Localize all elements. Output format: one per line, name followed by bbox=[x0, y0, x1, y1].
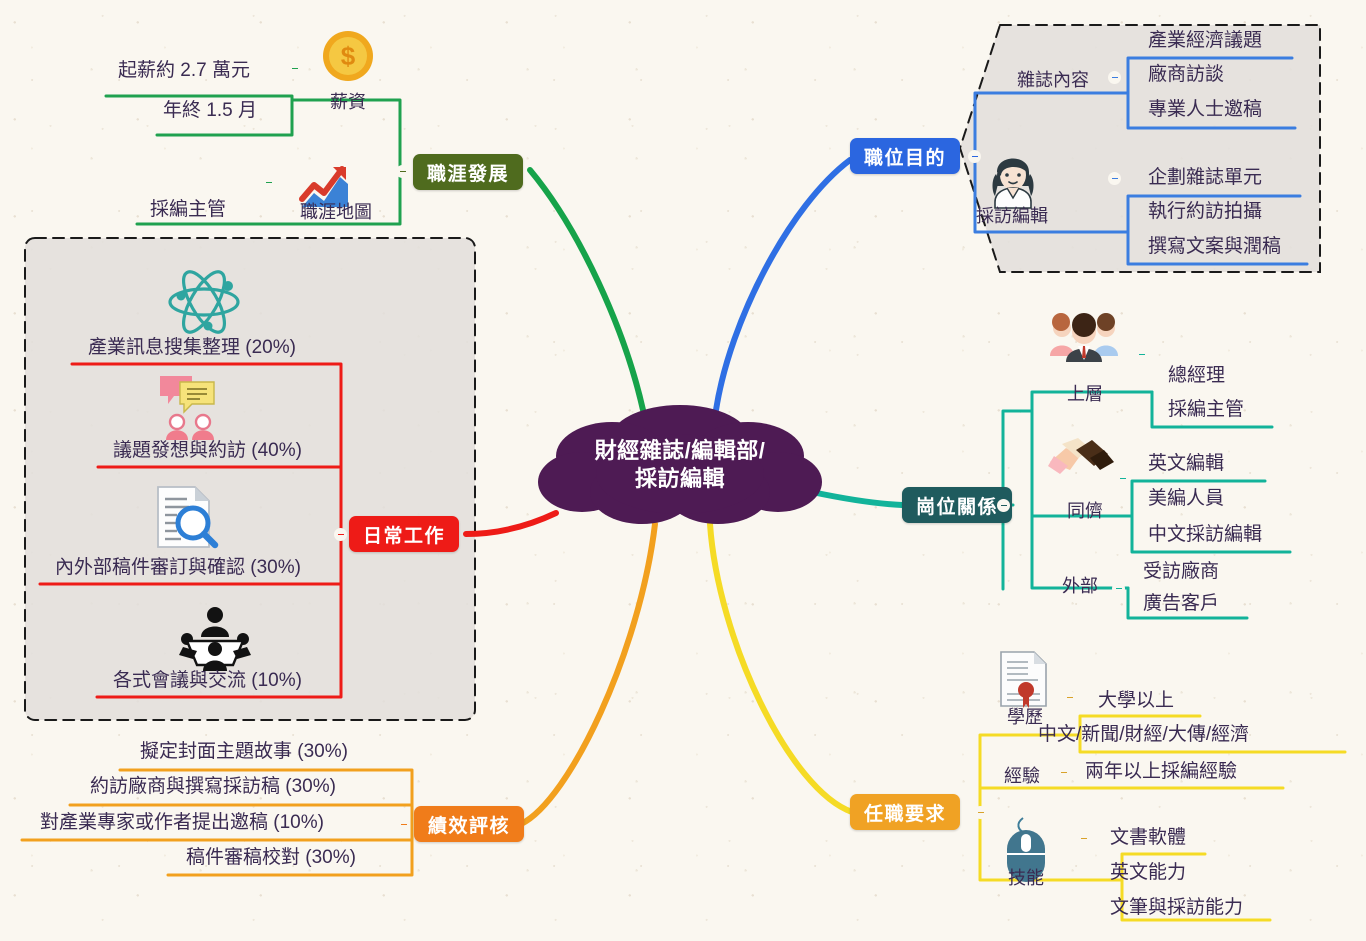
connector-career bbox=[527, 167, 646, 413]
requirements-item-two-years[interactable]: 兩年以上採編經驗 bbox=[1085, 761, 1238, 782]
career-item-chief-editor[interactable]: 採編主管 bbox=[150, 199, 227, 220]
relations-item-ad-client[interactable]: 廣告客戶 bbox=[1143, 593, 1220, 614]
collapse-toggle-salary[interactable] bbox=[288, 62, 301, 75]
requirements-item-university[interactable]: 大學以上 bbox=[1098, 690, 1175, 711]
relations-group-label-upper[interactable]: 上層 bbox=[1067, 384, 1103, 404]
performance-item-expert-invitation[interactable]: 對產業專家或作者提出邀稿 (10%) bbox=[40, 812, 324, 833]
requirements-item-office-software[interactable]: 文書軟體 bbox=[1110, 827, 1187, 848]
performance-item-interview-writeup[interactable]: 約訪廠商與撰寫採訪稿 (30%) bbox=[90, 776, 336, 797]
purpose-item-vendor-interview[interactable]: 廠商訪談 bbox=[1148, 64, 1225, 85]
relations-item-chief-editor[interactable]: 採編主管 bbox=[1168, 399, 1245, 420]
daily-item-info-gathering[interactable]: 產業訊息搜集整理 (20%) bbox=[88, 337, 296, 358]
handshake-icon bbox=[1048, 438, 1114, 474]
connector-purpose bbox=[713, 157, 853, 413]
people-group-icon bbox=[1050, 313, 1118, 362]
branch-label-purpose[interactable]: 職位目的 bbox=[850, 138, 961, 174]
requirements-group-label-experience[interactable]: 經驗 bbox=[1004, 766, 1040, 786]
relations-group-label-peers[interactable]: 同儕 bbox=[1067, 501, 1103, 521]
relations-item-chinese-reporter[interactable]: 中文採訪編輯 bbox=[1148, 524, 1263, 545]
central-topic-node[interactable]: 財經雜誌/編輯部/ 採訪編輯 bbox=[520, 400, 840, 530]
collapse-toggle-relations[interactable] bbox=[997, 499, 1010, 512]
performance-item-cover-story[interactable]: 擬定封面主題故事 (30%) bbox=[140, 741, 348, 762]
relations-item-general-manager[interactable]: 總經理 bbox=[1168, 365, 1226, 386]
collapse-toggle-reporter-editor[interactable] bbox=[1108, 172, 1121, 185]
coin-icon: $ bbox=[323, 31, 373, 81]
collapse-toggle-skills[interactable] bbox=[1077, 832, 1090, 845]
requirements-item-writing-interview[interactable]: 文筆與採訪能力 bbox=[1110, 897, 1244, 918]
career-item-starting-salary[interactable]: 起薪約 2.7 萬元 bbox=[118, 60, 250, 81]
collapse-toggle-career-map[interactable] bbox=[262, 176, 275, 189]
purpose-group-label-reporter-editor[interactable]: 採訪編輯 bbox=[976, 206, 1048, 226]
collapse-toggle-magazine-content[interactable] bbox=[1108, 71, 1121, 84]
central-topic-line1: 財經雜誌/編輯部/ bbox=[594, 437, 766, 463]
meeting-icon bbox=[179, 607, 251, 671]
requirements-item-english[interactable]: 英文能力 bbox=[1110, 862, 1187, 883]
collapse-toggle-external[interactable] bbox=[1112, 582, 1125, 595]
certificate-icon bbox=[1000, 651, 1047, 708]
connector-performance bbox=[518, 521, 658, 827]
atom-icon bbox=[168, 270, 240, 334]
collapse-toggle-education[interactable] bbox=[1063, 691, 1076, 704]
career-group-label-salary[interactable]: 薪資 bbox=[330, 92, 366, 112]
discussion-icon bbox=[160, 376, 215, 440]
requirements-group-label-education[interactable]: 學歷 bbox=[1007, 707, 1043, 727]
performance-item-proofreading[interactable]: 稿件審稿校對 (30%) bbox=[186, 847, 356, 868]
collapse-toggle-requirements[interactable] bbox=[974, 806, 987, 819]
collapse-toggle-performance[interactable] bbox=[397, 818, 410, 831]
purpose-item-write-polish[interactable]: 撰寫文案與潤稿 bbox=[1148, 236, 1282, 257]
daily-item-manuscript-review[interactable]: 內外部稿件審訂與確認 (30%) bbox=[55, 557, 301, 578]
relations-item-interviewed-vendor[interactable]: 受訪廠商 bbox=[1143, 561, 1220, 582]
connector-requirements bbox=[707, 521, 855, 815]
boundary-job-purpose bbox=[958, 24, 1321, 273]
career-group-label-career-map[interactable]: 職涯地圖 bbox=[300, 202, 372, 222]
collapse-toggle-career[interactable] bbox=[396, 165, 409, 178]
branch-label-requirements[interactable]: 任職要求 bbox=[850, 794, 961, 830]
purpose-item-execute-shoot[interactable]: 執行約訪拍攝 bbox=[1148, 201, 1263, 222]
requirements-item-majors[interactable]: 中文/新聞/財經/大傳/經濟 bbox=[1038, 724, 1250, 745]
purpose-group-label-magazine-content[interactable]: 雜誌內容 bbox=[1017, 70, 1089, 90]
collapse-toggle-peers[interactable] bbox=[1116, 472, 1129, 485]
purpose-item-plan-sections[interactable]: 企劃雜誌單元 bbox=[1148, 167, 1263, 188]
reporter-icon bbox=[992, 158, 1034, 209]
collapse-toggle-daily[interactable] bbox=[334, 528, 347, 541]
daily-item-meetings[interactable]: 各式會議與交流 (10%) bbox=[113, 670, 302, 691]
purpose-item-expert-contribution[interactable]: 專業人士邀稿 bbox=[1148, 99, 1263, 120]
collapse-toggle-purpose[interactable] bbox=[968, 150, 981, 163]
purpose-item-industry-topics[interactable]: 產業經濟議題 bbox=[1148, 30, 1263, 51]
svg-text:$: $ bbox=[341, 41, 356, 71]
relations-item-designer[interactable]: 美編人員 bbox=[1148, 488, 1225, 509]
subtree-lines-daily bbox=[38, 362, 343, 699]
relations-group-label-external[interactable]: 外部 bbox=[1062, 576, 1098, 596]
central-topic-line2: 採訪編輯 bbox=[634, 466, 725, 491]
daily-item-topic-ideation[interactable]: 議題發想與約訪 (40%) bbox=[113, 440, 302, 461]
subtree-lines-relations bbox=[1001, 390, 1292, 620]
boundary-daily-work bbox=[24, 237, 476, 721]
doc-search-icon bbox=[157, 486, 219, 549]
branch-label-performance[interactable]: 績效評核 bbox=[414, 806, 525, 842]
branch-label-career[interactable]: 職涯發展 bbox=[413, 154, 524, 190]
collapse-toggle-experience[interactable] bbox=[1057, 766, 1070, 779]
cloud-shape bbox=[538, 405, 822, 524]
career-item-year-end-bonus[interactable]: 年終 1.5 月 bbox=[163, 100, 257, 121]
branch-label-relations[interactable]: 崗位關係 bbox=[902, 487, 1013, 523]
branch-label-daily[interactable]: 日常工作 bbox=[349, 516, 460, 552]
collapse-toggle-upper[interactable] bbox=[1135, 348, 1148, 361]
relations-item-english-editor[interactable]: 英文編輯 bbox=[1148, 453, 1225, 474]
requirements-group-label-skills[interactable]: 技能 bbox=[1008, 868, 1044, 888]
